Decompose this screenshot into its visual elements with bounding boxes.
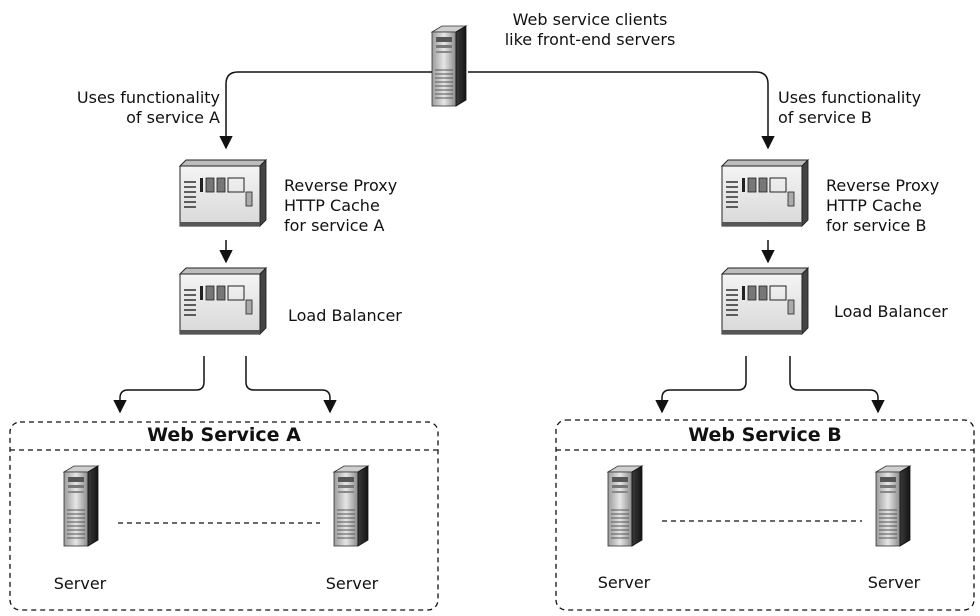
service-a-server-left-icon <box>63 465 99 547</box>
balancer-a-icon <box>179 267 267 335</box>
proxy-label-b-line-3: for service B <box>826 216 927 235</box>
web-service-a-group <box>9 421 439 611</box>
proxy-label-a-line-2: HTTP Cache <box>284 196 380 215</box>
uses-label-b-line-2: of service B <box>778 108 872 127</box>
balancer-b-left-arrow <box>655 356 747 414</box>
balancer-a-left-arrow <box>113 356 205 414</box>
client-label-line-1: Web service clients <box>512 10 668 29</box>
uses-label-a-line-2: of service A <box>126 108 220 127</box>
service-b-server-right-icon <box>875 465 911 547</box>
service-b-server-right-label: Server <box>867 573 921 592</box>
uses-label-b: Uses functionality of service B <box>778 88 921 128</box>
service-b-server-left-icon <box>607 465 643 547</box>
proxy-label-a: Reverse Proxy HTTP Cache for service A <box>284 176 397 236</box>
service-a-server-left-label: Server <box>53 574 107 593</box>
uses-label-a-line-1: Uses functionality <box>76 88 220 107</box>
proxy-label-a-line-3: for service A <box>284 216 385 235</box>
proxy-a-icon <box>179 159 267 227</box>
balancer-b-icon <box>721 267 809 335</box>
balancer-label-a: Load Balancer <box>288 306 402 325</box>
proxy-label-b: Reverse Proxy HTTP Cache for service B <box>826 176 939 236</box>
service-a-server-right-icon <box>333 465 369 547</box>
proxy-label-a-line-1: Reverse Proxy <box>284 176 398 195</box>
client-server-icon <box>431 25 467 107</box>
web-service-b-group <box>555 419 975 611</box>
web-service-b-title: Web Service B <box>688 424 842 446</box>
uses-label-a: Uses functionality of service A <box>40 88 220 128</box>
web-service-a-title: Web Service A <box>147 424 301 446</box>
client-label: Web service clients like front-end serve… <box>490 10 690 50</box>
proxy-label-b-line-2: HTTP Cache <box>826 196 922 215</box>
proxy-label-b-line-1: Reverse Proxy <box>826 176 940 195</box>
balancer-label-b: Load Balancer <box>834 302 948 321</box>
service-b-server-left-label: Server <box>597 573 651 592</box>
uses-label-b-line-1: Uses functionality <box>778 88 922 107</box>
client-label-line-2: like front-end servers <box>504 30 676 49</box>
uses-arrow-b <box>468 71 775 150</box>
service-a-server-right-label: Server <box>325 574 379 593</box>
balancer-a-right-arrow <box>245 356 337 414</box>
proxy-b-icon <box>721 159 809 227</box>
balancer-b-right-arrow <box>789 356 885 414</box>
uses-arrow-a <box>219 71 432 150</box>
